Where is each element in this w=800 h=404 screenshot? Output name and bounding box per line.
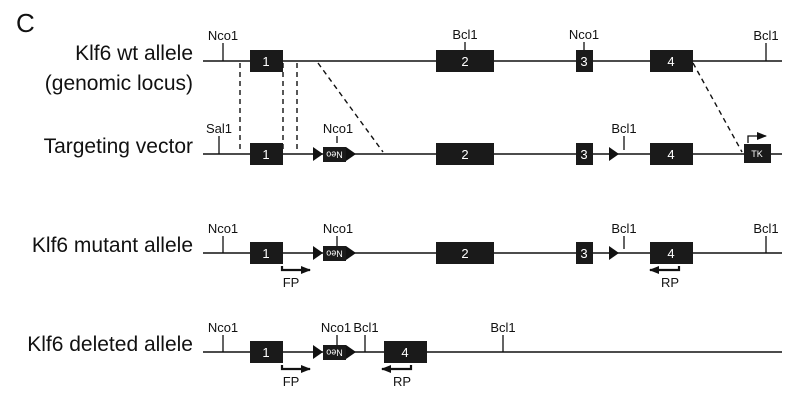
homology-line [692, 62, 743, 153]
exon-box [576, 143, 593, 165]
exon-box [576, 50, 593, 72]
row-label: Klf6 mutant allele [32, 234, 193, 257]
neo-label: Neo [326, 150, 343, 160]
site-label: Bcl1 [611, 221, 636, 236]
row-deleted-allele: Klf6 deleted allele Nco1 Nco1 Bcl1 Bcl1 … [27, 320, 782, 389]
reverse-primer-arrow [381, 365, 413, 373]
exon-number: 3 [580, 54, 587, 69]
site-label: Bcl1 [490, 320, 515, 335]
neo-label: Neo [326, 249, 343, 259]
loxp-triangle [609, 246, 619, 260]
exon-number: 3 [580, 246, 587, 261]
exon-number: 3 [580, 147, 587, 162]
row-label: Targeting vector [44, 135, 193, 158]
site-label: Nco1 [208, 28, 238, 43]
loxp-triangle [346, 345, 356, 359]
row-label: Klf6 wt allele [75, 42, 193, 65]
tk-label: TK [751, 149, 763, 159]
site-label: Bcl1 [452, 27, 477, 42]
neo-label: Neo [326, 348, 343, 358]
loxp-triangle [313, 147, 323, 161]
site-label: Nco1 [569, 27, 599, 42]
site-label: Nco1 [208, 320, 238, 335]
primer-label: RP [661, 275, 679, 290]
exon-box [650, 50, 693, 72]
exon-box [436, 242, 494, 264]
exon-box [250, 50, 283, 72]
neo-cassette [323, 246, 346, 261]
exon-box [436, 50, 494, 72]
exon-box [384, 341, 427, 363]
loxp-triangle [313, 345, 323, 359]
exon-box [650, 143, 693, 165]
exon-number: 1 [262, 54, 269, 69]
panel-label: C [16, 8, 35, 38]
forward-primer-arrow [280, 365, 311, 373]
exon-number: 2 [461, 246, 468, 261]
primer-label: FP [283, 374, 300, 389]
row-wt-allele: Klf6 wt allele (genomic locus) Nco1 Bcl1… [45, 27, 782, 95]
exon-box [250, 242, 283, 264]
exon-box [576, 242, 593, 264]
forward-primer-arrow [280, 266, 311, 274]
homology-line [317, 62, 384, 153]
site-label: Bcl1 [753, 28, 778, 43]
loxp-triangle [346, 246, 356, 260]
neo-cassette [323, 147, 346, 162]
tk-cassette [744, 144, 771, 163]
site-label: Bcl1 [753, 221, 778, 236]
homology-lines [239, 62, 743, 153]
reverse-primer-arrow [649, 266, 681, 274]
exon-number: 1 [262, 147, 269, 162]
primer-label: FP [283, 275, 300, 290]
exon-number: 1 [262, 246, 269, 261]
loxp-triangle [313, 246, 323, 260]
site-label: Nco1 [323, 121, 353, 136]
site-label: Bcl1 [611, 121, 636, 136]
site-label: Sal1 [206, 121, 232, 136]
neo-cassette [323, 345, 346, 360]
row-label-secondary: (genomic locus) [45, 72, 193, 95]
exon-box [436, 143, 494, 165]
site-label: Bcl1 [353, 320, 378, 335]
exon-box [650, 242, 693, 264]
exon-number: 4 [667, 246, 674, 261]
loxp-triangle [609, 147, 619, 161]
exon-number: 4 [401, 345, 408, 360]
row-label: Klf6 deleted allele [27, 333, 193, 356]
exon-box [250, 143, 283, 165]
promoter-arrow [747, 132, 767, 143]
row-targeting-vector: Targeting vector Sal1 Nco1 Bcl1 1 Neo 2 … [44, 121, 782, 165]
exon-number: 2 [461, 147, 468, 162]
loxp-triangle [346, 147, 356, 161]
exon-number: 1 [262, 345, 269, 360]
exon-box [250, 341, 283, 363]
exon-number: 4 [667, 54, 674, 69]
primer-label: RP [393, 374, 411, 389]
site-label: Nco1 [323, 221, 353, 236]
site-label: Nco1 [321, 320, 351, 335]
exon-number: 2 [461, 54, 468, 69]
site-label: Nco1 [208, 221, 238, 236]
row-mutant-allele: Klf6 mutant allele Nco1 Nco1 Bcl1 Bcl1 1… [32, 221, 782, 290]
exon-number: 4 [667, 147, 674, 162]
